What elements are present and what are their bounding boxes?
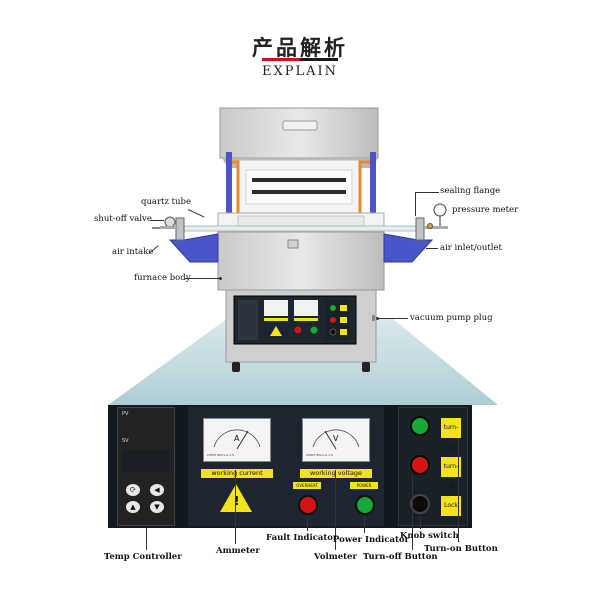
controller-pv-label: PV	[122, 411, 129, 417]
label-vacuum-pump-plug: vacuum pump plug	[410, 313, 493, 323]
label-shutoff-valve: shut-off valve	[94, 214, 152, 224]
temp-controller: PV SV ⟳ ◀ ▲ ▼	[117, 407, 175, 526]
label-turnon-button: Turn-on Button	[424, 544, 498, 554]
page-subtitle: EXPLAIN	[261, 64, 339, 79]
cycle-icon[interactable]: ⟳	[126, 484, 140, 496]
warning-triangle-icon	[220, 484, 252, 512]
furnace-lid	[219, 107, 379, 159]
controller-display	[122, 450, 170, 472]
right-support-arm	[383, 233, 434, 263]
title-bar-red	[262, 58, 300, 61]
label-furnace-body: furnace body	[134, 273, 191, 283]
turn-off-indicator[interactable]	[410, 455, 430, 475]
turn-off-button[interactable]: turn-off	[441, 457, 461, 490]
label-fault-indicator: Fault Indicator	[266, 533, 338, 543]
ammeter: A CHINT 85C1-A 1.5	[203, 418, 271, 462]
label-temp-controller: Temp Controller	[104, 552, 182, 562]
lid-handle	[282, 120, 318, 131]
ammeter-model: CHINT 85C1-A 1.5	[207, 453, 234, 457]
power-tag: POWER	[350, 482, 378, 489]
label-ammeter: Ammeter	[216, 546, 260, 556]
ammeter-unit: A	[234, 434, 240, 443]
label-pressure-meter: pressure meter	[452, 205, 519, 215]
working-voltage-strip: working voltage	[300, 469, 372, 478]
knob-switch[interactable]	[410, 494, 430, 514]
furnace-body	[217, 231, 385, 291]
turn-on-indicator[interactable]	[410, 416, 430, 436]
label-quartz-tube: quartz tube	[141, 197, 192, 207]
arrow-down-icon[interactable]: ▼	[150, 501, 164, 513]
page-title: 产品解析	[252, 36, 348, 60]
voltmeter-unit: V	[333, 434, 339, 443]
fault-indicator	[298, 495, 318, 515]
right-flange	[415, 217, 425, 241]
label-sealing-flange: sealing flange	[440, 186, 501, 196]
voltmeter-model: CHINT 85C1-A 1.5	[306, 453, 333, 457]
shutoff-valve	[164, 216, 176, 228]
ammeter-dial	[213, 429, 261, 450]
voltmeter: V CHINT 85C1-A 1.5	[302, 418, 370, 462]
pressure-meter-dial	[433, 203, 447, 217]
label-knob-switch: Knob switch	[400, 531, 459, 541]
lock-button[interactable]: Lock	[441, 496, 461, 516]
label-turnoff-button: Turn-off Button	[363, 552, 438, 562]
working-current-strip: working current	[201, 469, 273, 478]
quartz-tube	[179, 225, 417, 232]
controller-sv-label: SV	[122, 438, 129, 444]
arrow-up-icon[interactable]: ▲	[126, 501, 140, 513]
title-bar-black	[300, 58, 338, 61]
label-air-intake: air intake	[112, 247, 154, 257]
label-power-indicator: Power Indicator	[333, 535, 410, 545]
turn-on-button[interactable]: turn-on	[441, 418, 461, 451]
left-support-arm	[168, 233, 219, 263]
power-indicator	[355, 495, 375, 515]
voltmeter-dial	[312, 429, 360, 450]
arrow-left-icon[interactable]: ◀	[150, 484, 164, 496]
fault-tag: OVERHEAT	[293, 482, 321, 489]
label-volmeter: Volmeter	[314, 552, 357, 562]
label-air-inlet-outlet: air inlet/outlet	[440, 243, 502, 253]
